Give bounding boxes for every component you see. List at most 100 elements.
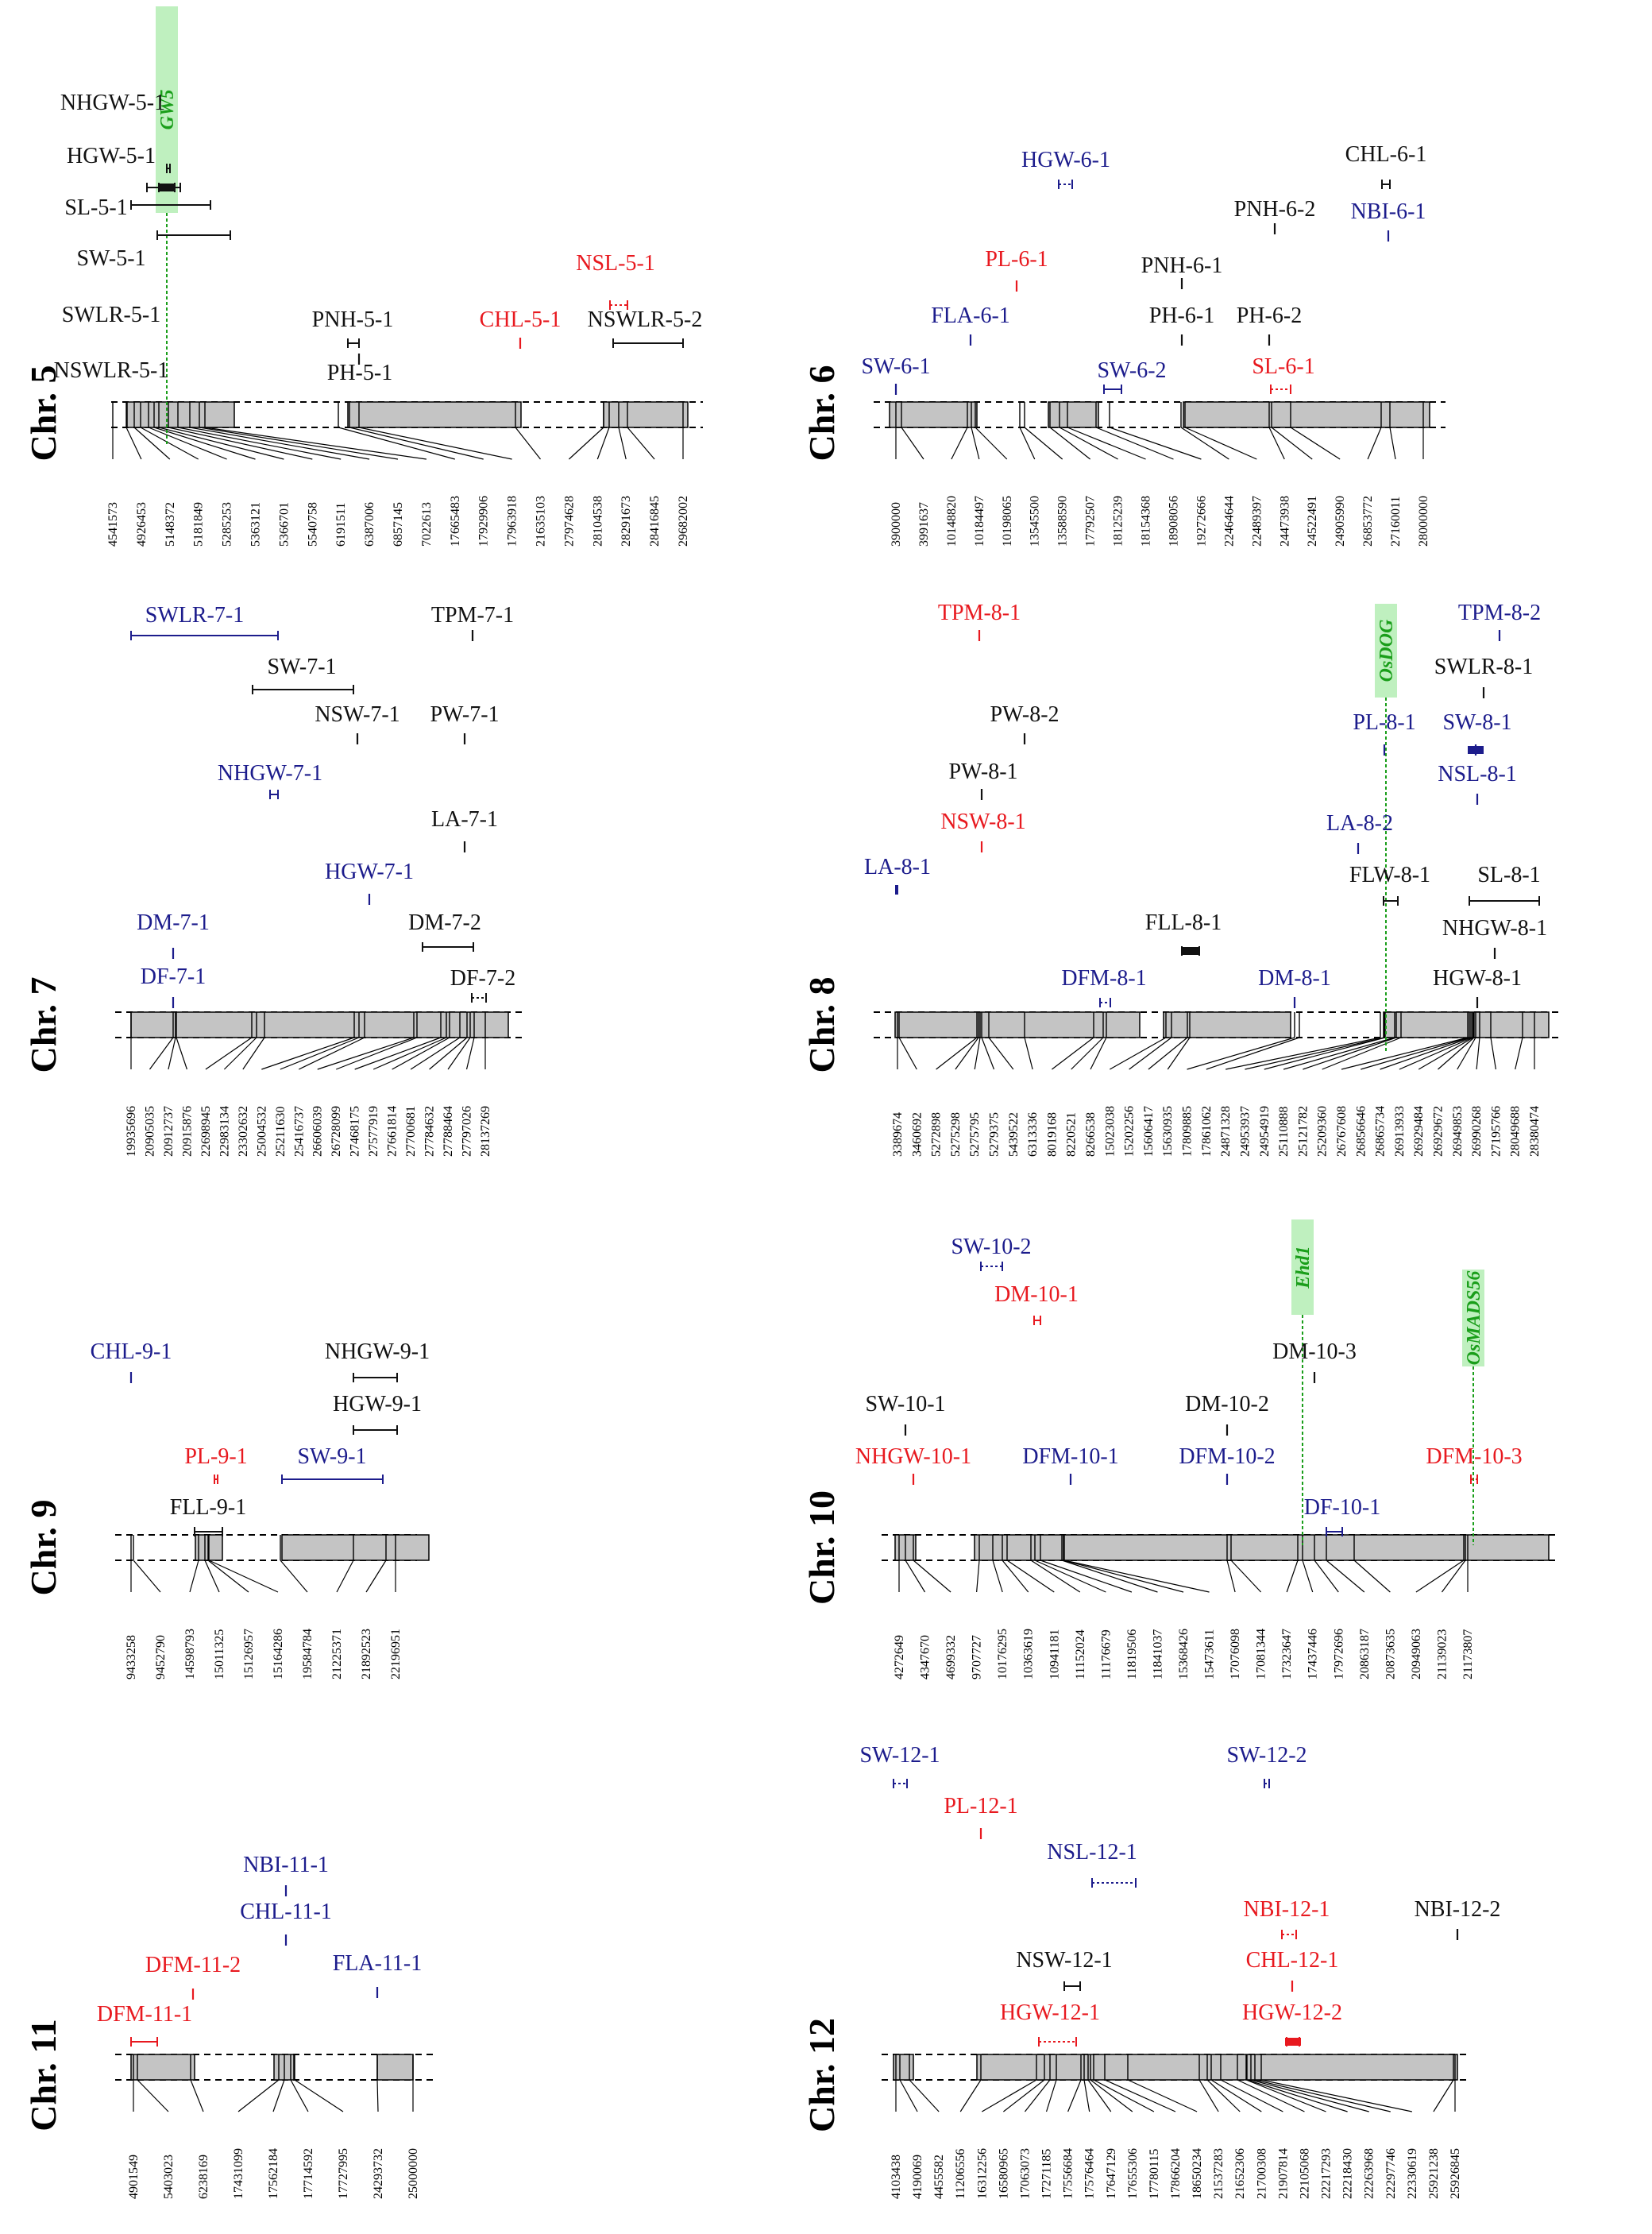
marker-leader bbox=[133, 427, 171, 460]
marker-leader bbox=[1389, 427, 1396, 460]
marker-position-label: 10148820 bbox=[945, 496, 959, 547]
qtl-peak-box bbox=[1285, 2038, 1301, 2046]
qtl-label: PW-8-1 bbox=[948, 759, 1017, 784]
marker-position-label: 22464644 bbox=[1222, 496, 1236, 547]
marker-position-label: 22297746 bbox=[1384, 2148, 1398, 2199]
marker-position-label: 21139023 bbox=[1435, 1629, 1449, 1679]
marker-leader bbox=[338, 427, 455, 460]
marker-leader bbox=[1095, 427, 1174, 460]
marker-position-label: 17780115 bbox=[1148, 2149, 1161, 2199]
marker-position-label: 5275795 bbox=[968, 1112, 982, 1157]
marker-leader bbox=[204, 1560, 220, 1593]
qtl-label: DFM-11-2 bbox=[145, 1953, 241, 1977]
chromosome-segment bbox=[893, 2054, 914, 2081]
chromosome-segment bbox=[1163, 1011, 1291, 1038]
qtl-label: PH-5-1 bbox=[327, 361, 392, 385]
marker-position-label: 4699332 bbox=[944, 1635, 958, 1679]
marker-position-label: 4272649 bbox=[893, 1635, 906, 1679]
qtl-label: NHGW-10-1 bbox=[855, 1444, 971, 1469]
marker-leader bbox=[1490, 1037, 1496, 1070]
marker-leader bbox=[971, 427, 980, 460]
marker-position-label: 25416737 bbox=[292, 1106, 306, 1157]
marker-leader bbox=[936, 1037, 978, 1070]
chromosome-segment bbox=[130, 2054, 195, 2081]
marker-leader bbox=[1030, 1560, 1081, 1593]
marker-leader bbox=[140, 427, 199, 460]
qtl-label: SW-9-1 bbox=[297, 1444, 366, 1469]
marker-position-label: 24473938 bbox=[1278, 496, 1291, 547]
marker-position-label: 26913933 bbox=[1393, 1106, 1407, 1157]
marker-leader bbox=[158, 427, 284, 460]
chromosome-segment bbox=[974, 1534, 1550, 1561]
qtl-label: DFM-10-3 bbox=[1426, 1444, 1522, 1469]
qtl-label: PNH-5-1 bbox=[312, 307, 394, 332]
qtl-label: FLA-6-1 bbox=[931, 303, 1010, 328]
marker-leader bbox=[204, 427, 427, 460]
chromosome-label: Chr. 7 bbox=[23, 977, 64, 1073]
marker-position-label: 5279375 bbox=[988, 1112, 1002, 1157]
marker-position-label: 17929906 bbox=[477, 496, 491, 547]
marker-position-label: 28380474 bbox=[1528, 1106, 1542, 1157]
chromosome-label: Chr. 10 bbox=[801, 1490, 842, 1605]
marker-position-label: 6313336 bbox=[1026, 1112, 1040, 1157]
marker-position-label: 6238169 bbox=[197, 2155, 210, 2199]
marker-leader bbox=[1260, 2079, 1412, 2112]
marker-leader bbox=[1090, 2079, 1133, 2112]
marker-leader bbox=[317, 1037, 415, 1070]
marker-leader bbox=[913, 1560, 951, 1593]
chromosome-segment bbox=[281, 1534, 430, 1561]
marker-leader bbox=[976, 1560, 980, 1593]
marker-leader bbox=[1515, 1037, 1523, 1070]
marker-leader bbox=[1148, 1037, 1188, 1070]
chromosome-label: Chr. 5 bbox=[23, 365, 64, 462]
marker-position-label: 8220521 bbox=[1065, 1112, 1079, 1157]
marker-position-label: 17972696 bbox=[1332, 1629, 1345, 1679]
marker-position-label: 17714592 bbox=[302, 2148, 315, 2199]
qtl-label: FLA-11-1 bbox=[333, 1951, 423, 1976]
marker-leader bbox=[1019, 427, 1036, 460]
marker-leader bbox=[1457, 1037, 1476, 1070]
marker-position-label: 26767608 bbox=[1335, 1106, 1349, 1157]
marker-leader bbox=[1109, 427, 1202, 460]
marker-leader bbox=[205, 1037, 253, 1070]
marker-leader bbox=[1206, 2079, 1241, 2112]
marker-leader bbox=[1283, 1037, 1395, 1070]
qtl-label: SWLR-7-1 bbox=[145, 603, 244, 628]
marker-position-label: 27974628 bbox=[562, 496, 576, 547]
marker-leader bbox=[1127, 2079, 1198, 2112]
marker-position-label: 26606039 bbox=[311, 1106, 325, 1157]
marker-leader bbox=[133, 1560, 161, 1593]
marker-position-label: 18908056 bbox=[1167, 496, 1180, 547]
marker-position-label: 3460692 bbox=[910, 1112, 924, 1157]
marker-leader bbox=[1476, 1037, 1480, 1070]
marker-leader bbox=[1286, 1560, 1299, 1593]
marker-position-label: 13588590 bbox=[1056, 496, 1070, 547]
chromosome-segment bbox=[1048, 401, 1099, 428]
marker-position-label: 15606417 bbox=[1142, 1106, 1156, 1157]
marker-position-label: 10941181 bbox=[1048, 1629, 1061, 1679]
qtl-label: SW-6-1 bbox=[861, 354, 930, 379]
marker-position-label: 16580965 bbox=[997, 2148, 1010, 2199]
marker-position-label: 5403023 bbox=[162, 2155, 176, 2199]
chromosome-segment bbox=[126, 401, 235, 428]
marker-position-label: 16312256 bbox=[975, 2148, 989, 2199]
gene-label-background bbox=[1291, 1219, 1314, 1315]
marker-leader bbox=[1093, 2079, 1155, 2112]
marker-leader bbox=[168, 1037, 176, 1070]
marker-leader bbox=[1380, 1037, 1472, 1070]
marker-leader bbox=[981, 1037, 995, 1070]
marker-position-label: 17727995 bbox=[337, 2148, 350, 2199]
marker-leader bbox=[199, 427, 399, 460]
marker-leader bbox=[515, 427, 541, 460]
marker-position-label: 22105068 bbox=[1298, 2148, 1311, 2199]
marker-leader bbox=[1002, 1560, 1029, 1593]
marker-position-label: 11176679 bbox=[1099, 1629, 1113, 1679]
qtl-label: PH-6-1 bbox=[1149, 303, 1214, 328]
marker-leader bbox=[618, 427, 627, 460]
marker-leader bbox=[176, 1037, 187, 1070]
marker-leader bbox=[208, 1560, 279, 1593]
chromosome-segment bbox=[889, 401, 978, 428]
marker-position-label: 17809885 bbox=[1181, 1106, 1195, 1157]
